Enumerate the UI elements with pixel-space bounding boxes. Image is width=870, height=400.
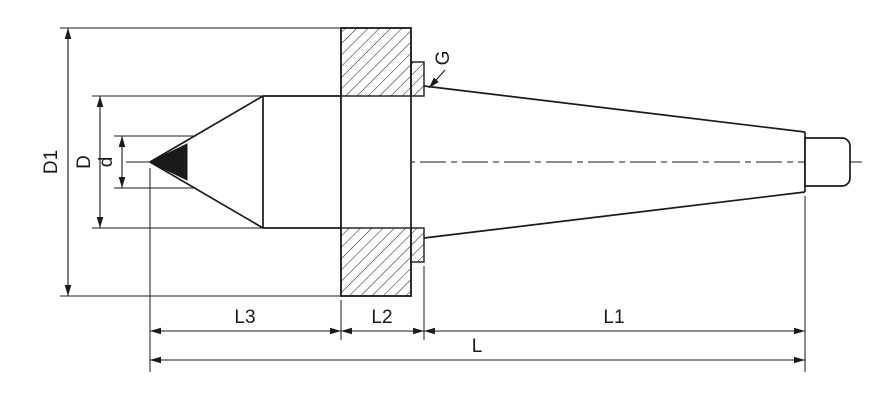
taper-top-edge (423, 85, 806, 133)
dimension-d1: D1 (41, 27, 341, 297)
collar-section-bottom (410, 227, 425, 263)
dim-label-l2: L2 (371, 307, 392, 328)
flange-section-bottom (340, 227, 412, 297)
collar-section-top (410, 61, 425, 97)
g-leader-line (428, 69, 446, 89)
taper-bottom-edge (423, 191, 806, 239)
dimension-d-major: D (74, 95, 263, 229)
dim-label-d1: D1 (41, 150, 62, 174)
part-outline (126, 27, 862, 297)
dim-label-g: G (433, 51, 454, 66)
tang-outline (804, 137, 851, 187)
dimension-d-minor: d (96, 135, 196, 189)
bottom-dimensions: L3 L2 L1 L (149, 168, 806, 372)
carbide-tip-triangle (148, 143, 188, 181)
dim-label-l1: L1 (603, 307, 624, 328)
dim-label-l: L (472, 336, 483, 357)
dim-label-d-minor: d (96, 157, 117, 168)
dim-label-l3: L3 (234, 307, 255, 328)
flange-section-top (340, 27, 412, 97)
dim-label-d-major: D (74, 155, 95, 169)
callout-g: G (428, 51, 454, 89)
